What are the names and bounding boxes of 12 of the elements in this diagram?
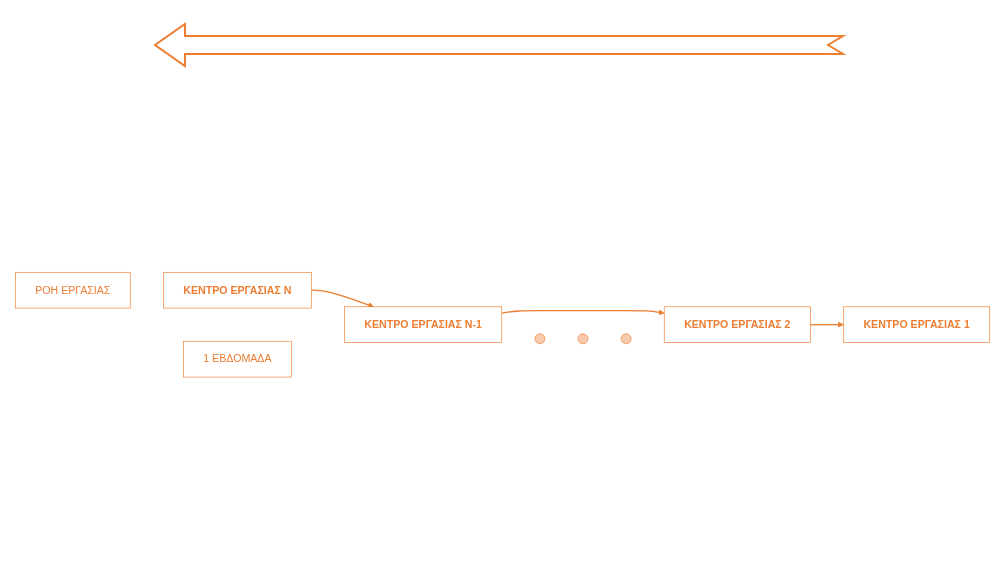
arrow bbox=[310, 289, 374, 309]
node-box: ΚΕΝΤΡΟ ΕΡΓΑΣΙΑΣ Ν-1 bbox=[344, 306, 503, 344]
node-circle bbox=[620, 333, 632, 345]
node-box: ΡΟΗ ΕΡΓΑΣΙΑΣ bbox=[15, 272, 131, 309]
arrow bbox=[501, 309, 665, 316]
node-box: ΚΕΝΤΡΟ ΕΡΓΑΣΙΑΣ 2 bbox=[663, 306, 811, 344]
node-box: ΚΕΝΤΡΟ ΕΡΓΑΣΙΑΣ 1 bbox=[843, 306, 991, 344]
node-circle bbox=[577, 333, 589, 345]
node-box: 1 ΕΒΔΟΜΑΔΑ bbox=[183, 341, 292, 378]
node-circle bbox=[534, 333, 546, 345]
arrow bbox=[809, 322, 844, 328]
node-box: ΚΕΝΤΡΟ ΕΡΓΑΣΙΑΣ Ν bbox=[163, 272, 312, 309]
